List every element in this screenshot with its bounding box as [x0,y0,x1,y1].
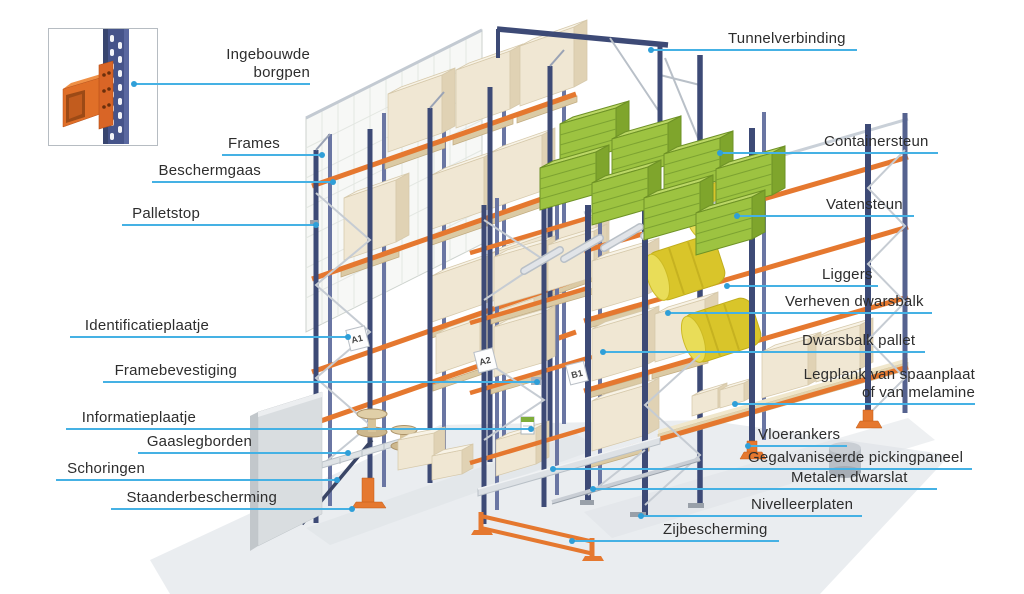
leader-gaaslegborden [138,452,348,454]
side-guard [471,512,604,561]
leader-dot-informatieplaatje [528,426,534,432]
leader-staanderbescherming [111,508,352,510]
leader-dot-gaaslegborden [345,450,351,456]
label-schoringen: Schoringen [67,460,145,477]
leader-schoringen [56,479,337,481]
label-tunnelverbinding: Tunnelverbinding [728,30,846,47]
leader-frames [222,154,322,156]
leader-containersteun [720,152,938,154]
label-gegalvaniseerde-pickingpaneel: Gegalvaniseerde pickingpaneel [748,449,964,466]
leader-dot-framebevestiging [534,379,540,385]
leader-metalen-dwarslat [593,488,937,490]
label-palletstop: Palletstop [132,205,200,222]
label-containersteun: Containersteun [824,133,929,150]
leader-dot-gegalvaniseerde-pickingpaneel [550,466,556,472]
leader-dot-palletstop [313,222,319,228]
leader-dot-nivelleerplaten [638,513,644,519]
leader-gegalvaniseerde-pickingpaneel [553,468,972,470]
label-staanderbescherming: Staanderbescherming [126,489,277,506]
leader-dot-vloerankers [745,443,751,449]
label-ingebouwde-borgpen: Ingebouwde borgpen [226,46,310,81]
leader-nivelleerplaten [641,515,862,517]
leader-dot-dwarsbalk-pallet [600,349,606,355]
protection-panel [250,391,323,551]
leader-verheven-dwarsbalk [668,312,932,314]
leader-dot-zijbescherming [569,538,575,544]
label-frames: Frames [227,135,280,152]
floor-anchors [739,409,883,460]
label-vatensteun: Vatensteun [826,196,903,213]
label-metalen-dwarslat: Metalen dwarslat [791,469,908,486]
label-framebevestiging: Framebevestiging [114,362,237,379]
label-nivelleerplaten: Nivelleerplaten [751,496,854,513]
leader-dot-verheven-dwarsbalk [665,310,671,316]
leader-dwarsbalk-pallet [603,351,925,353]
leader-legplank [735,403,975,405]
label-zijbescherming: Zijbescherming [663,521,768,538]
leader-dot-metalen-dwarslat [590,486,596,492]
leader-zijbescherming [572,540,779,542]
leader-dot-beschermgaas [330,179,336,185]
leader-liggers [727,285,878,287]
rack-a-frame-caps [315,49,565,151]
location-placards: A1 A2 B1 [345,325,589,386]
drum-3 [680,297,762,363]
label-liggers: Liggers [822,266,873,283]
leader-framebevestiging [103,381,537,383]
leader-dot-identificatieplaatje [345,334,351,340]
placard-a2: A2 [473,347,498,374]
beam-connector-inset [48,28,158,146]
leader-dot-schoringen [334,477,340,483]
leader-dot-liggers [724,283,730,289]
leader-vloerankers [748,445,847,447]
leader-identificatieplaatje [70,336,348,338]
leader-dot-tunnelverbinding [648,47,654,53]
leader-dot-staanderbescherming [349,506,355,512]
leader-dot-legplank [732,401,738,407]
leader-dot-vatensteun [734,213,740,219]
leader-dot-frames [319,152,325,158]
label-informatieplaatje: Informatieplaatje [81,409,196,426]
tunnel-connection [496,26,701,139]
svg-text:A1: A1 [350,333,364,345]
label-identificatieplaatje: Identificatieplaatje [84,317,209,334]
leader-tunnelverbinding [651,49,857,51]
placard-b1: B1 [565,360,589,386]
rack-b [520,55,909,517]
svg-text:A2: A2 [478,355,492,367]
leader-informatieplaatje [66,428,531,430]
beam-connector-drawing [62,29,129,144]
floor-boxes [397,426,474,481]
orange-beam-connector [62,60,114,130]
picking-panel [477,436,661,497]
label-vloerankers: Vloerankers [758,426,841,443]
green-containers [539,100,786,256]
label-beschermgaas: Beschermgaas [158,162,261,179]
placard-a1: A1 [345,325,370,352]
label-verheven-dwarsbalk: Verheven dwarsbalk [785,293,924,310]
leader-dot-containersteun [717,150,723,156]
leader-dot-ingebouwde-borgpen [131,81,137,87]
leader-vatensteun [737,215,914,217]
svg-text:B1: B1 [570,368,584,380]
leader-beschermgaas [152,181,333,183]
label-legplank: Legplank van spaanplaat of van melamine [803,366,975,401]
column-guard [351,477,387,509]
label-dwarsbalk-pallet: Dwarsbalk pallet [802,332,916,349]
leader-ingebouwde-borgpen [134,83,310,85]
leader-palletstop [122,224,316,226]
label-gaaslegborden: Gaaslegborden [146,433,252,450]
